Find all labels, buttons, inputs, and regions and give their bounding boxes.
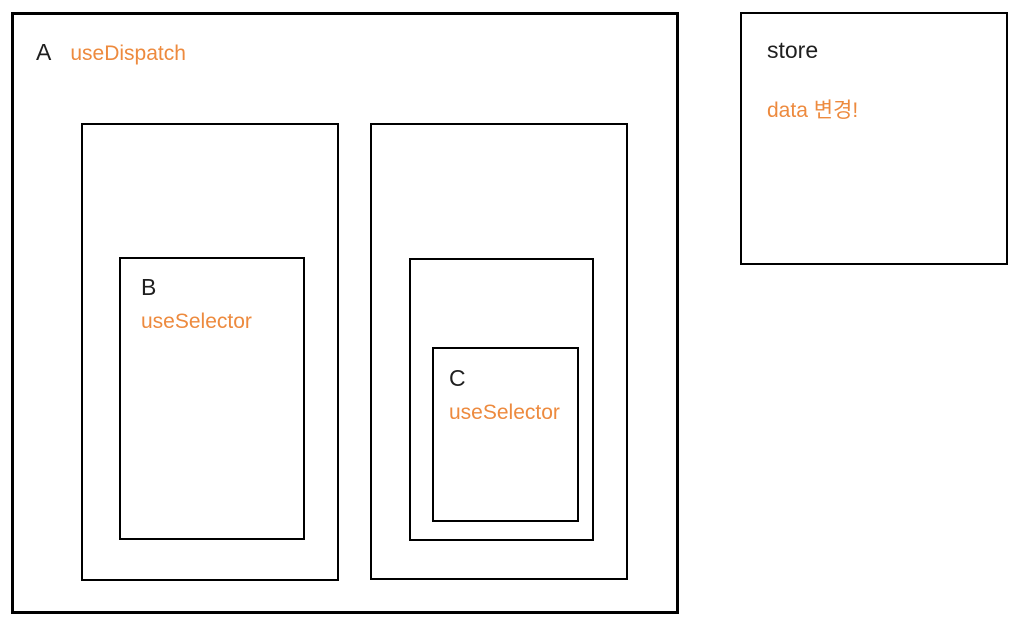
component-c-hook-label: useSelector bbox=[449, 400, 560, 424]
component-b-box: B useSelector bbox=[119, 257, 305, 540]
component-b-label: B bbox=[141, 274, 157, 300]
component-a-hook-label: useDispatch bbox=[70, 42, 186, 65]
component-b-caption: B useSelector bbox=[141, 274, 252, 334]
component-b-hook-label: useSelector bbox=[141, 309, 252, 333]
store-data-change-note: data 변경! bbox=[767, 98, 859, 122]
component-b-wrapper-box: B useSelector bbox=[81, 123, 339, 581]
store-box: store data 변경! bbox=[740, 12, 1008, 265]
store-caption: store data 변경! bbox=[767, 37, 858, 123]
component-c-inner-wrapper-box: C useSelector bbox=[409, 258, 594, 541]
component-a-caption: A useDispatch bbox=[36, 39, 186, 67]
component-c-caption: C useSelector bbox=[449, 365, 560, 425]
component-a-box: A useDispatch B useSelector C useSelecto… bbox=[11, 12, 679, 614]
component-c-outer-wrapper-box: C useSelector bbox=[370, 123, 628, 580]
component-a-label: A bbox=[36, 39, 52, 65]
component-c-label: C bbox=[449, 365, 466, 391]
component-c-box: C useSelector bbox=[432, 347, 579, 522]
store-title: store bbox=[767, 37, 819, 63]
